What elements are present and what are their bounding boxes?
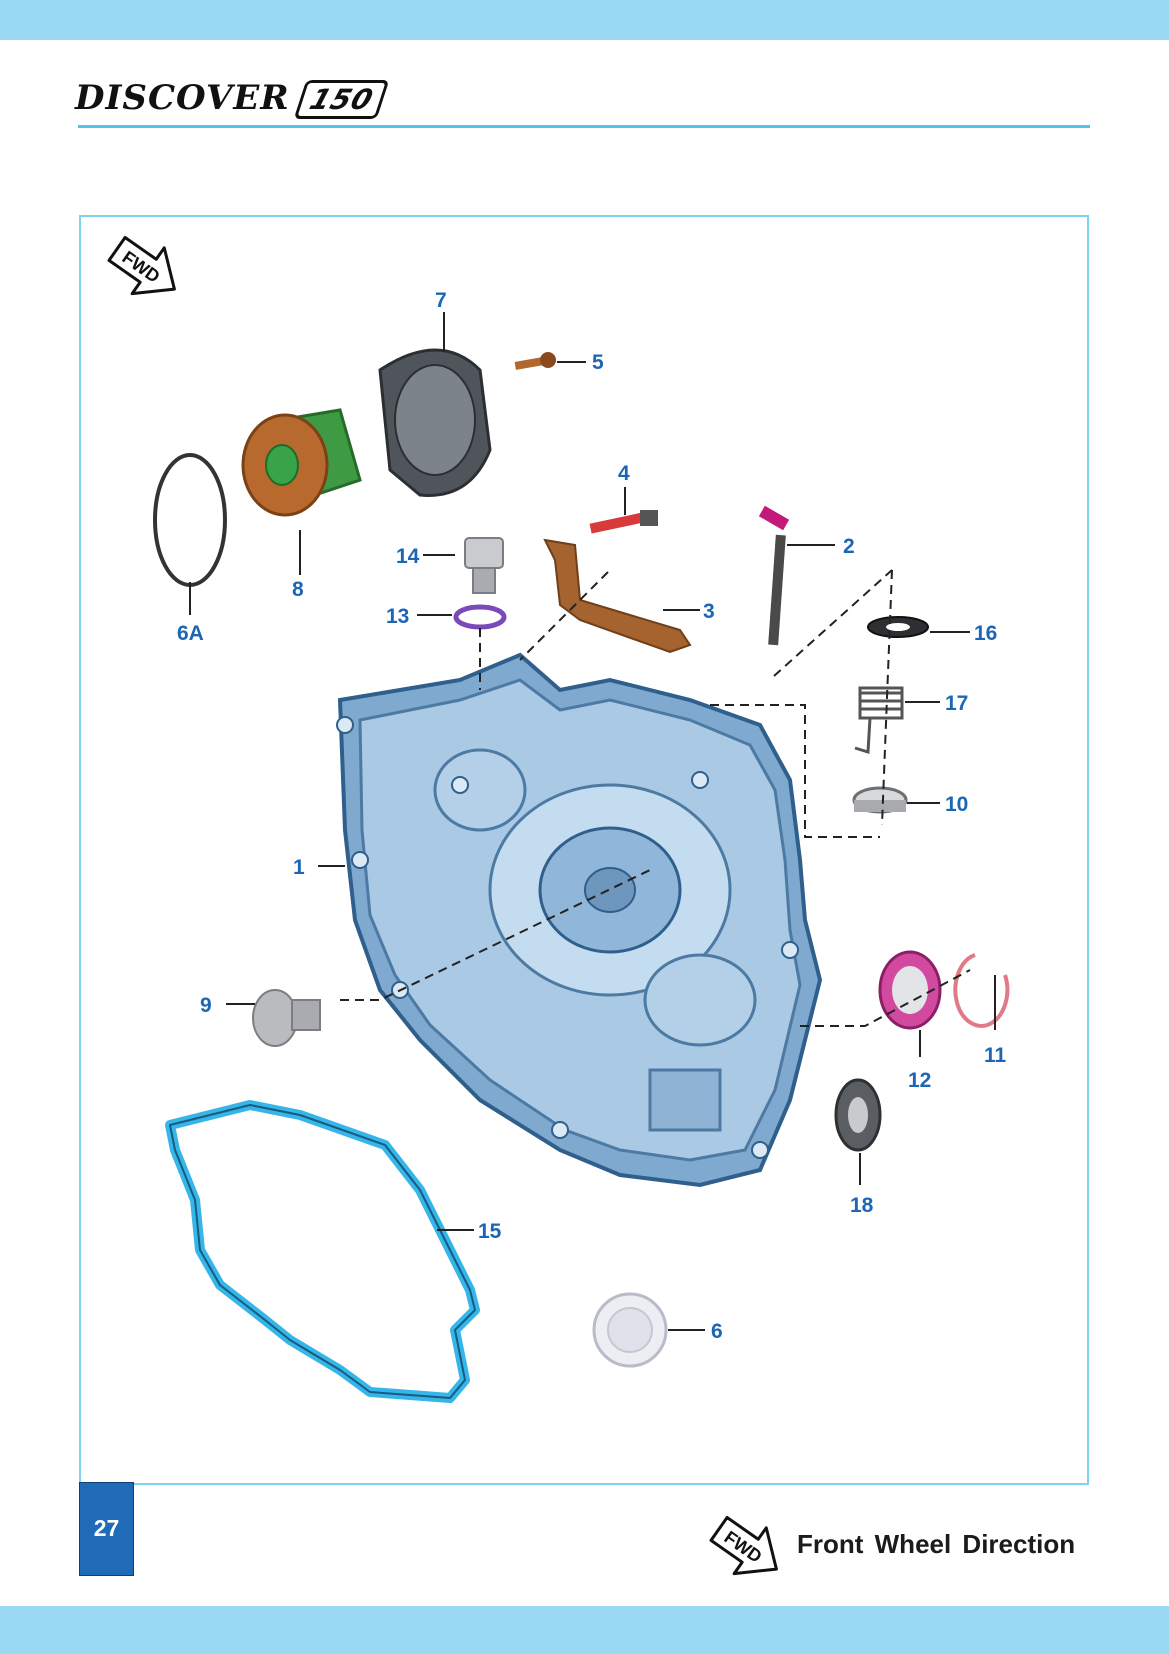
callout-5: 5 <box>592 351 604 374</box>
diagram-frame <box>79 215 1089 1485</box>
fwd-legend-icon: FWD <box>709 1515 778 1576</box>
oil-filter-part-8 <box>241 408 362 517</box>
washer-part-16 <box>867 616 929 638</box>
legend-text: Front Wheel Direction <box>797 1529 1076 1559</box>
front-wheel-direction-legend: FWD Front Wheel Direction <box>700 1505 1100 1585</box>
callout-17: 17 <box>945 692 968 715</box>
spring-part-17 <box>854 686 904 754</box>
plug-part-14 <box>464 537 504 594</box>
crankcase-cover-part <box>336 652 823 1188</box>
logo-text: DISCOVER <box>75 78 290 118</box>
callout-12: 12 <box>908 1069 931 1092</box>
callout-9: 9 <box>200 994 212 1017</box>
callout-18: 18 <box>850 1194 874 1217</box>
oil-seal-part-12 <box>878 950 942 1030</box>
bearing-part-10 <box>852 786 908 814</box>
callout-7: 7 <box>435 289 447 312</box>
callout-8: 8 <box>292 578 304 601</box>
callout-4: 4 <box>618 462 630 485</box>
plug-part-9 <box>252 989 321 1047</box>
fwd-arrow-icon: FWD <box>107 235 176 296</box>
callout-1: 1 <box>293 856 305 879</box>
callout-16: 16 <box>974 622 997 645</box>
cap-part-6 <box>592 1292 668 1368</box>
o-ring-part-13 <box>453 604 507 630</box>
callout-13: 13 <box>386 605 409 628</box>
callout-6a: 6A <box>177 622 204 645</box>
header-rule <box>78 125 1090 128</box>
callout-11: 11 <box>984 1044 1007 1067</box>
callout-2: 2 <box>843 535 855 558</box>
page-number: 27 <box>79 1482 134 1576</box>
assembly-dashed-lines <box>340 569 971 1027</box>
callout-15: 15 <box>478 1220 502 1243</box>
lever-part-2 <box>758 505 790 646</box>
callout-14: 14 <box>396 545 420 568</box>
bottom-band <box>0 1606 1169 1654</box>
callout-6: 6 <box>711 1320 723 1343</box>
screw-part-5 <box>514 352 556 370</box>
callout-leader-lines <box>189 312 996 1331</box>
callout-3: 3 <box>703 600 715 623</box>
callout-10: 10 <box>945 793 968 816</box>
o-ring-part-6a <box>153 453 227 587</box>
bearing-part-18 <box>834 1078 882 1152</box>
bolt-part-4 <box>589 510 658 534</box>
filter-cover-part-7 <box>378 348 492 497</box>
gasket-part-15 <box>165 1100 480 1403</box>
circlip-part-11 <box>953 953 1010 1028</box>
top-band <box>0 0 1169 40</box>
bracket-part-3 <box>543 538 692 654</box>
